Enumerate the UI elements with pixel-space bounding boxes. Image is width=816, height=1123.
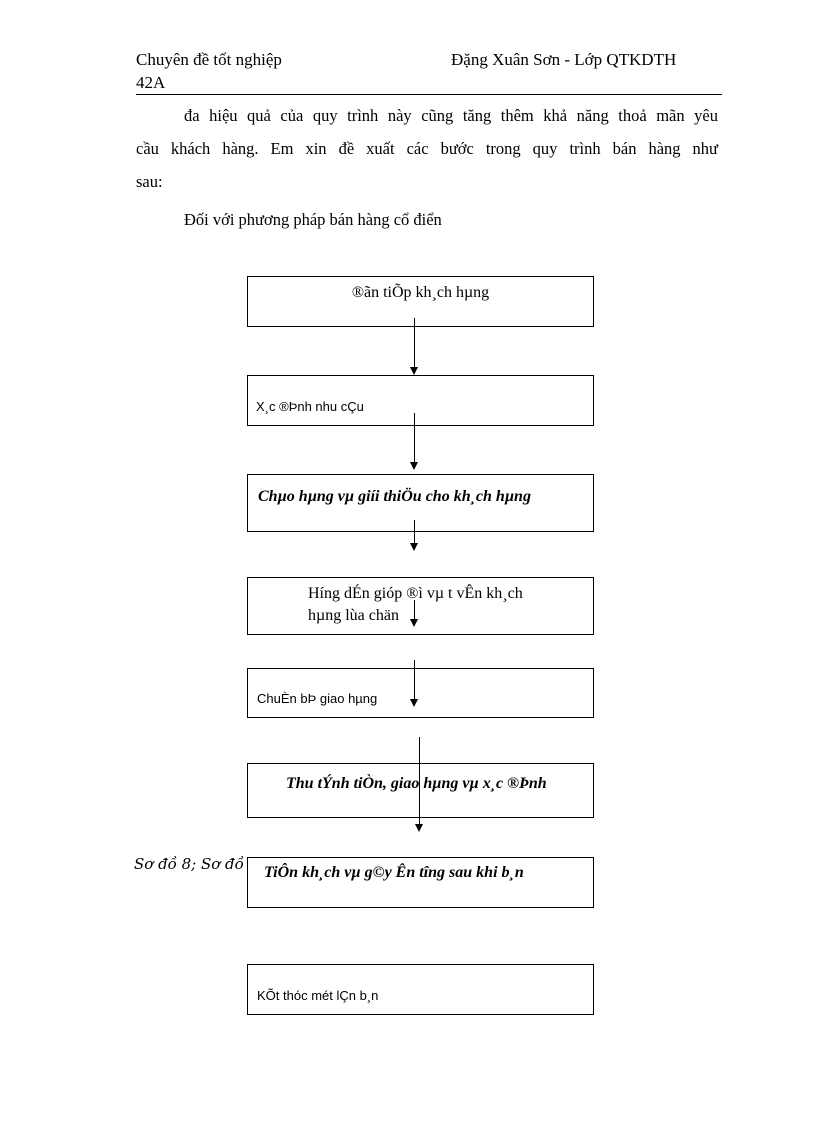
header-right: Đặng Xuân Sơn - Lớp QTKDTH bbox=[451, 50, 677, 69]
header-left-line2: 42A bbox=[136, 73, 166, 92]
arrow-1 bbox=[414, 318, 415, 368]
header-left: Chuyên đề tốt nghiệp bbox=[136, 50, 282, 69]
flow-step-8: KÕt thóc mét lÇn b¸n bbox=[247, 964, 594, 1015]
flow-step-5: ChuÈn bÞ giao hµng bbox=[247, 668, 594, 718]
arrow-2 bbox=[414, 413, 415, 463]
arrow-4 bbox=[414, 600, 415, 620]
arrow-head-4 bbox=[410, 619, 418, 627]
para-line-1: đa hiệu quả của quy trình này cũng tăng … bbox=[184, 106, 718, 125]
arrow-6 bbox=[419, 737, 420, 825]
arrow-head-5 bbox=[410, 699, 418, 707]
arrow-head-2 bbox=[410, 462, 418, 470]
subheading: Đối với phương pháp bán hàng cổ điển bbox=[184, 210, 442, 229]
flow-step-7: TiÔn kh¸ch vµ g©y Ên t­îng sau khi b¸n bbox=[247, 857, 594, 908]
arrow-head-3 bbox=[410, 543, 418, 551]
arrow-3 bbox=[414, 520, 415, 544]
flow-step-4: H­íng dÉn gióp ®ì vµ t­ vÊn kh¸ch hµng l… bbox=[247, 577, 594, 635]
arrow-5 bbox=[414, 660, 415, 700]
para-line-3: sau: bbox=[136, 172, 163, 191]
header-rule bbox=[136, 94, 722, 95]
flow-step-3: Chµo hµng vµ giíi thiÖu cho kh¸ch hµng bbox=[247, 474, 594, 532]
diagram-caption: Sơ đồ 8; Sơ đồ bbox=[134, 855, 244, 873]
flow-step-1: ®ãn tiÕp kh¸ch hµng bbox=[247, 276, 594, 327]
para-line-2: cầu khách hàng. Em xin đề xuất các bước … bbox=[136, 139, 718, 158]
arrow-head-1 bbox=[410, 367, 418, 375]
arrow-head-6 bbox=[415, 824, 423, 832]
flow-step-6: Thu tÝnh tiÒn, giao hµng vµ x¸c ®Þnh bbox=[247, 763, 594, 818]
flow-step-2: X¸c ®Þnh nhu cÇu bbox=[247, 375, 594, 426]
